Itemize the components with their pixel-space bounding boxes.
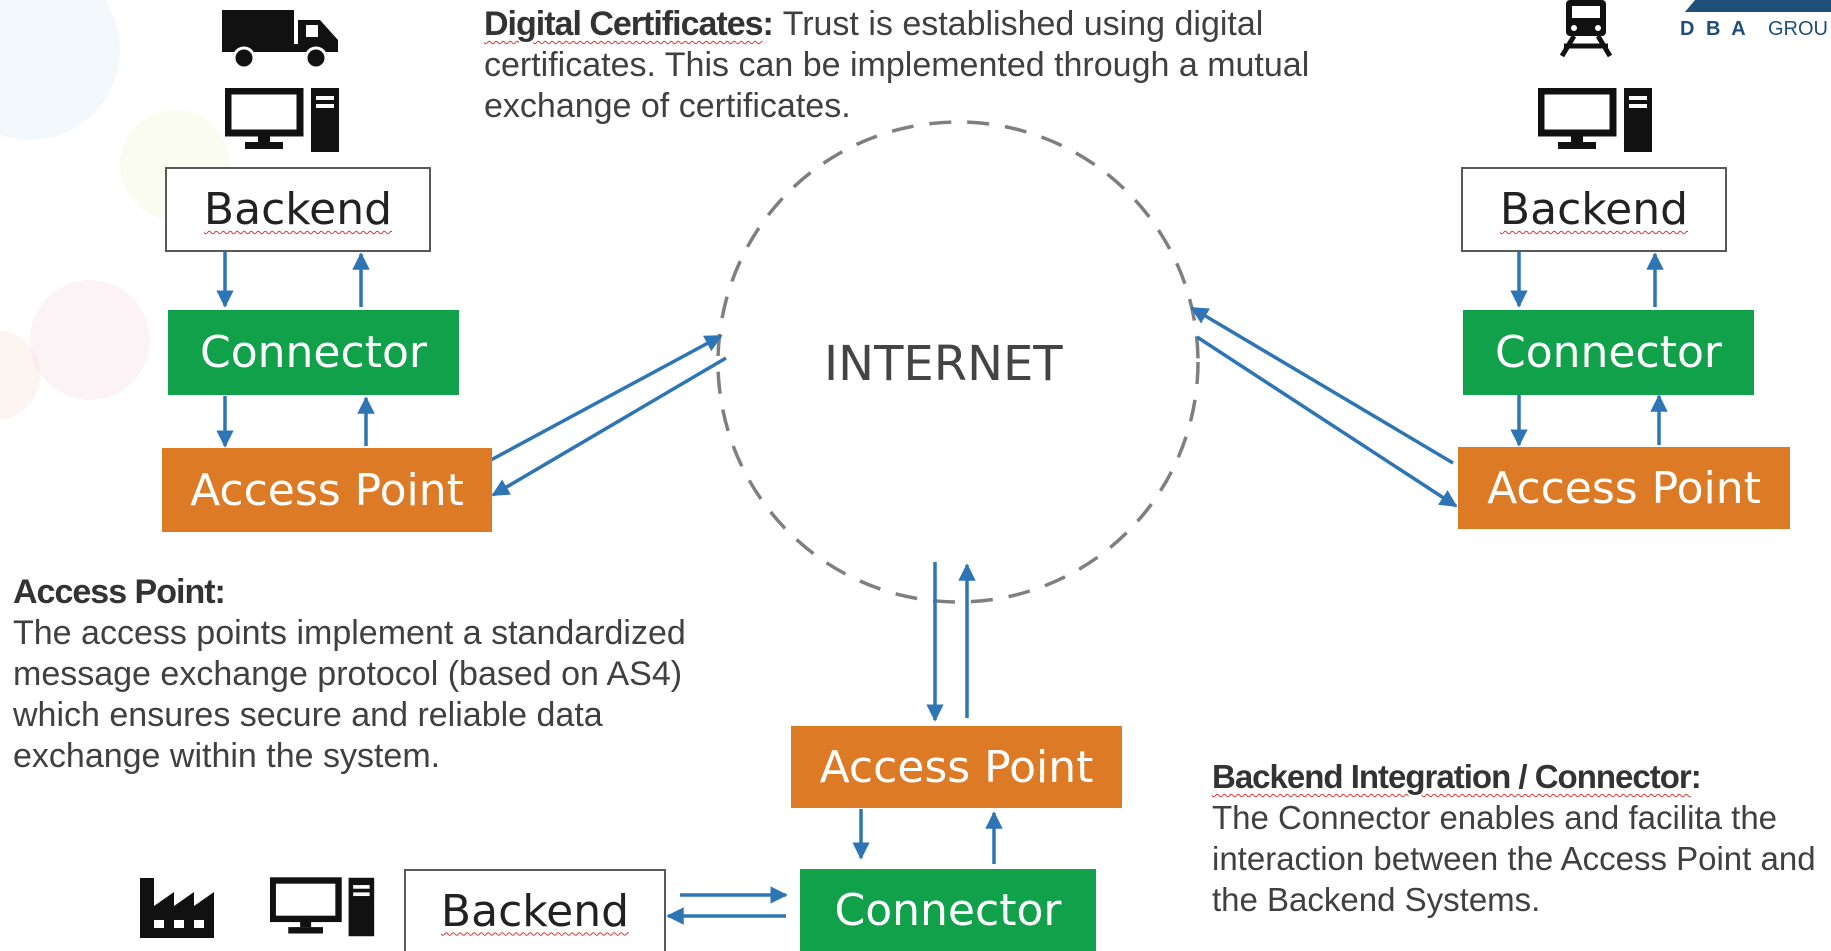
logo-bold-text: D B A	[1680, 18, 1749, 40]
connector-label: Connector	[200, 327, 427, 378]
arrow-access-point-to-internet	[1190, 306, 1454, 465]
factory-icon	[140, 878, 214, 938]
computer-icon	[270, 877, 375, 937]
access-point-note-body: The access points implement a standardiz…	[13, 614, 686, 775]
internet-cloud-circle	[716, 120, 1200, 604]
access-point-label: Access Point	[819, 741, 1094, 793]
access-point-note: Access Point: The access points implemen…	[13, 572, 753, 777]
backend-box: Backend	[165, 167, 431, 252]
certificates-note-body: Trust is established using digital certi…	[484, 5, 1310, 125]
train-icon	[1559, 0, 1613, 58]
backend-box: Backend	[404, 869, 666, 951]
connector-label: Connector	[1495, 327, 1722, 378]
access-point-box: Access Point	[1458, 447, 1790, 529]
certificates-note-colon: :	[762, 5, 774, 43]
backend-label: Backend	[1499, 184, 1689, 235]
connector-box: Connector	[800, 869, 1096, 951]
internet-label: INTERNET	[824, 336, 1063, 392]
access-point-label: Access Point	[190, 464, 464, 516]
connector-note-body: The Connector enables and facilita the i…	[1212, 799, 1816, 918]
computer-icon	[1538, 88, 1652, 152]
arrow-internet-to-access-point	[1196, 335, 1458, 508]
backend-label: Backend	[203, 184, 393, 235]
connector-note-title: Backend Integration / Connector	[1212, 758, 1692, 795]
certificates-note-title: Digital Certificates	[484, 5, 764, 43]
arrow-access-point-to-internet	[475, 334, 723, 470]
company-logo: D B A GROU	[1680, 0, 1831, 46]
logo-rest-text: GROU	[1768, 18, 1828, 40]
access-point-label: Access Point	[1487, 462, 1761, 514]
backend-box: Backend	[1461, 167, 1727, 252]
backend-label: Backend	[440, 885, 630, 937]
background-decoration	[30, 280, 150, 400]
connector-box: Connector	[1463, 310, 1754, 395]
access-point-note-colon: :	[214, 573, 226, 611]
connector-note: Backend Integration / Connector: The Con…	[1212, 756, 1831, 951]
access-point-box: Access Point	[791, 726, 1122, 808]
arrow-internet-to-access-point	[491, 356, 727, 497]
certificates-note: Digital Certificates: Trust is establish…	[484, 4, 1414, 127]
access-point-note-title: Access Point	[13, 573, 216, 611]
computer-icon	[225, 88, 339, 152]
connector-note-colon: :	[1690, 758, 1702, 795]
truck-icon	[222, 10, 338, 70]
connector-label: Connector	[834, 884, 1062, 936]
connector-box: Connector	[168, 310, 459, 395]
access-point-box: Access Point	[162, 448, 492, 532]
